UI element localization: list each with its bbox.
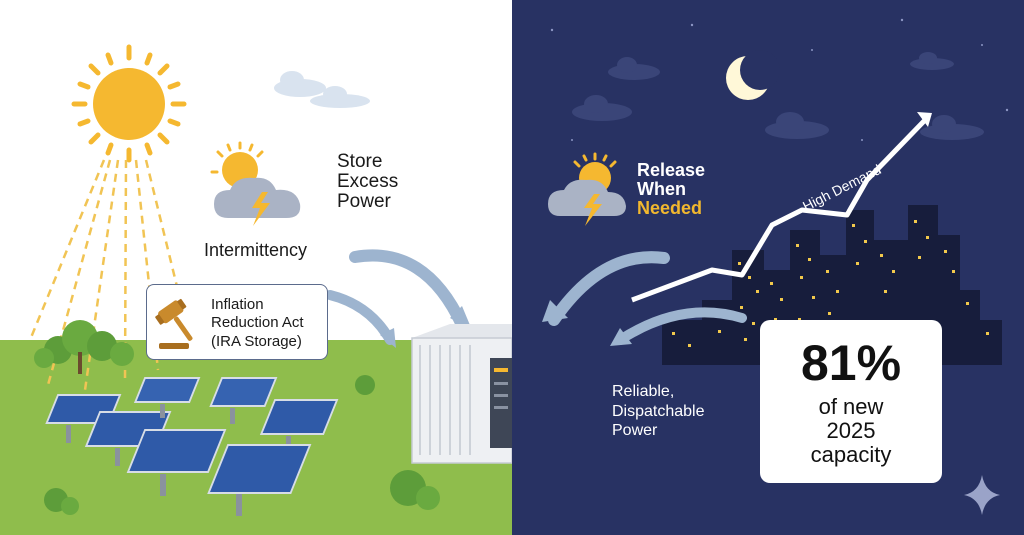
store-excess-power-label: Store Excess Power <box>337 152 398 212</box>
demand-line <box>631 116 929 303</box>
stat-caption-line: of new <box>818 394 884 419</box>
intermittency-label: Intermittency <box>204 240 308 260</box>
sparkle-icon <box>964 475 1000 515</box>
store-arrow <box>349 249 468 331</box>
ira-line: Inflation <box>211 296 264 313</box>
night-illustration <box>542 18 1009 515</box>
sun-icon <box>71 44 187 163</box>
release-line-highlight: Needed <box>637 197 703 218</box>
stat-value: 81% <box>800 335 902 391</box>
trees <box>34 320 440 515</box>
day-illustration <box>28 44 512 516</box>
store-label-line: Store <box>337 151 383 172</box>
stat-caption-line: capacity <box>810 442 892 468</box>
battery-container-icon <box>411 324 512 464</box>
stat-card: 81% of new 2025 capacity <box>760 320 942 483</box>
ira-line: Reduction Act <box>211 314 304 332</box>
day-panel: Store Excess Power Intermittency Inflati… <box>0 44 512 535</box>
store-label-line: Power <box>337 190 391 212</box>
ira-arrow <box>325 290 395 345</box>
gavel-icon <box>155 298 193 349</box>
ira-callout: Inflation Reduction Act (IRA Storage) <box>146 284 328 360</box>
release-arrow <box>548 251 670 326</box>
reliable-line: Reliable, <box>612 383 675 400</box>
release-line: When <box>637 178 686 199</box>
store-label-line: Excess <box>337 170 399 192</box>
reliable-line: Power <box>612 422 658 440</box>
dispatch-arrow <box>615 307 747 345</box>
moon-icon <box>726 50 780 100</box>
stat-caption-line: 2025 <box>826 418 876 444</box>
ira-text: Inflation Reduction Act (IRA Storage) <box>211 296 304 351</box>
ira-line: (IRA Storage) <box>211 332 302 350</box>
release-line: Release <box>637 160 706 180</box>
sun-cloud-lightning-icon <box>210 141 301 226</box>
stat-caption: of new 2025 capacity <box>760 394 942 468</box>
reliable-line: Dispatchable <box>612 402 705 420</box>
sun-cloud-lightning-icon <box>548 152 626 226</box>
cloud-icon <box>274 71 370 108</box>
reliable-power-label: Reliable, Dispatchable Power <box>612 382 705 441</box>
night-clouds <box>572 52 984 140</box>
night-panel: Release When Needed High Demand Reliable… <box>512 0 1024 535</box>
release-when-needed-label: Release When Needed <box>637 161 705 218</box>
city-lights <box>672 220 989 347</box>
solar-panels <box>45 377 339 516</box>
